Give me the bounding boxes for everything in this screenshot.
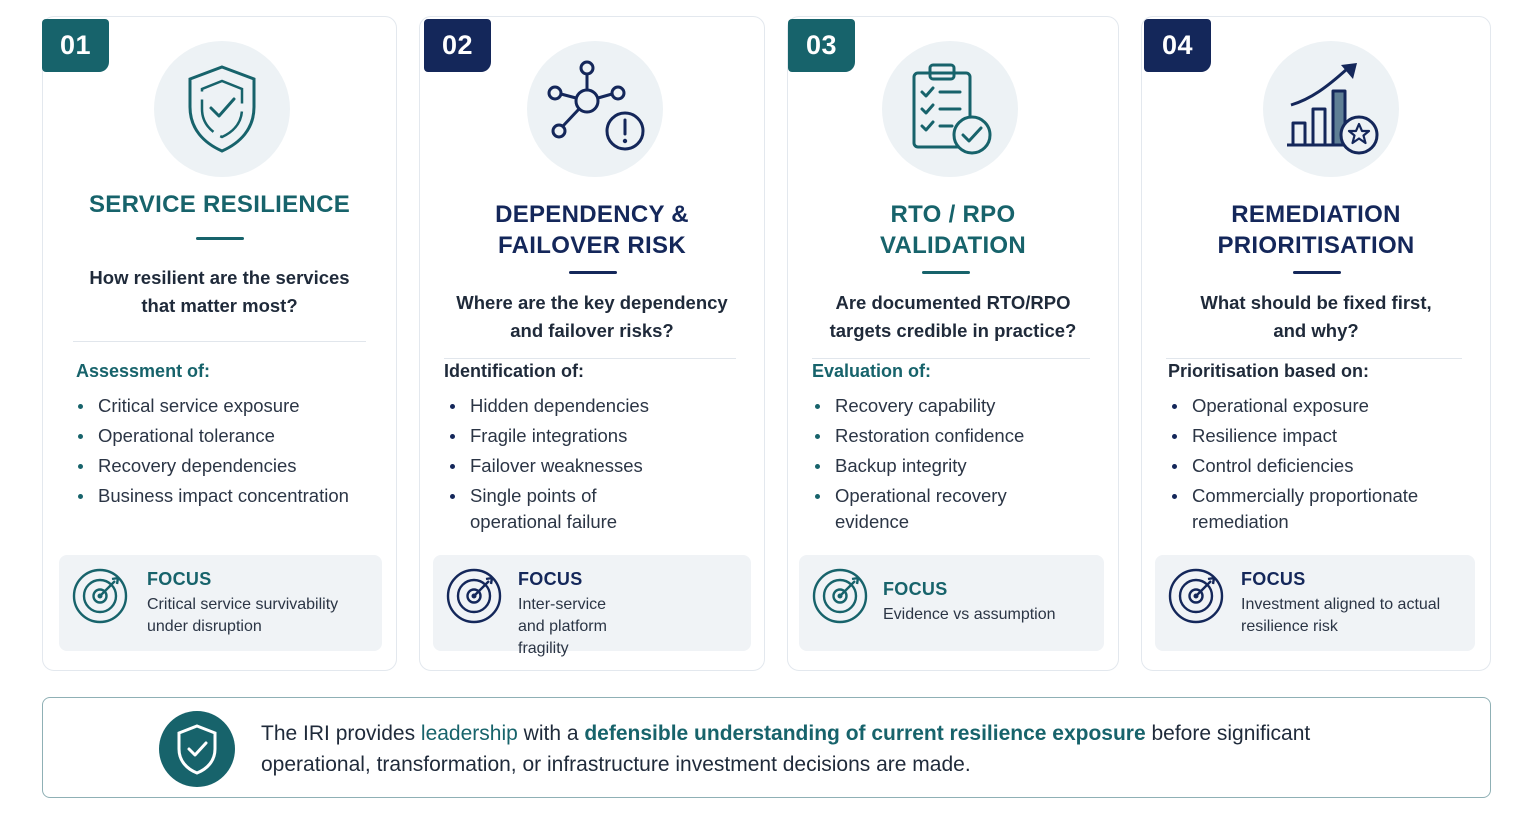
focus-panel: FOCUS Inter-service and platform fragili… xyxy=(433,555,751,657)
title-underline xyxy=(569,271,617,274)
item-list: Recovery capability Restoration confiden… xyxy=(813,393,1053,539)
card-remediation-prioritisation: REMEDIATION PRIORITISATION What should b… xyxy=(1141,16,1491,671)
list-item: Hidden dependencies xyxy=(448,393,688,419)
list-heading: Identification of: xyxy=(444,361,584,381)
dependency-network-alert-icon xyxy=(547,60,645,151)
title-underline xyxy=(922,271,970,274)
list-item: Operational exposure xyxy=(1170,393,1470,419)
clipboard-checklist-icon xyxy=(912,63,992,155)
list-heading: Assessment of: xyxy=(76,361,211,381)
focus-panel: FOCUS Investment aligned to actual resil… xyxy=(1155,555,1475,651)
list-item: Backup integrity xyxy=(813,453,1053,479)
list-item: Recovery dependencies xyxy=(76,453,386,479)
target-icon xyxy=(1167,567,1225,625)
growth-chart-star-icon xyxy=(1287,63,1379,155)
card-question: How resilient are the services that matt… xyxy=(89,267,350,316)
card-title: SERVICE RESILIENCE xyxy=(88,191,351,218)
card-number-badge: 03 xyxy=(788,19,855,72)
list-item: Resilience impact xyxy=(1170,423,1470,449)
list-item: Restoration confidence xyxy=(813,423,1053,449)
icon-circle xyxy=(882,41,1018,177)
list-item: Commercially proportionate remediation xyxy=(1170,483,1470,535)
target-icon xyxy=(445,567,503,625)
focus-label: FOCUS xyxy=(1241,569,1306,589)
shield-check-icon xyxy=(159,711,235,787)
focus-panel: FOCUS Critical service survivability und… xyxy=(59,555,382,651)
focus-label: FOCUS xyxy=(147,569,212,589)
target-icon xyxy=(71,567,129,625)
focus-text: Critical service survivability under dis… xyxy=(147,596,339,635)
list-heading: Evaluation of: xyxy=(812,361,932,381)
focus-text: Investment aligned to actual resilience … xyxy=(1241,596,1441,635)
list-item: Recovery capability xyxy=(813,393,1053,419)
summary-highlight: leadership xyxy=(420,722,518,745)
card-question: Where are the key dependency and failove… xyxy=(456,292,728,341)
focus-panel: FOCUS Evidence vs assumption xyxy=(799,555,1104,651)
item-list: Hidden dependencies Fragile integrations… xyxy=(448,393,688,539)
title-underline xyxy=(1293,271,1341,274)
summary-text-part: before significant operational, transfor… xyxy=(261,722,1311,776)
icon-circle xyxy=(527,41,663,177)
icon-circle xyxy=(154,41,290,177)
card-number-badge: 04 xyxy=(1144,19,1211,72)
card-title: REMEDIATION PRIORITISATION xyxy=(1217,201,1415,259)
focus-text: Evidence vs assumption xyxy=(883,606,1056,623)
summary-text-part: The IRI provides xyxy=(261,722,421,745)
summary-banner: The IRI provides leadership with a defen… xyxy=(42,697,1491,798)
card-service-resilience: SERVICE RESILIENCE How resilient are the… xyxy=(42,16,397,671)
focus-text: Inter-service and platform fragility xyxy=(518,596,607,657)
divider xyxy=(73,341,366,342)
card-rto-rpo-validation: RTO / RPO VALIDATION Are documented RTO/… xyxy=(787,16,1119,671)
list-item: Single points of operational failure xyxy=(448,483,688,535)
card-number-badge: 01 xyxy=(42,19,109,72)
list-item: Operational recovery evidence xyxy=(813,483,1053,535)
list-item: Operational tolerance xyxy=(76,423,386,449)
card-title: RTO / RPO VALIDATION xyxy=(879,201,1027,259)
card-question: Are documented RTO/RPO targets credible … xyxy=(829,292,1077,341)
shield-check-icon xyxy=(188,65,256,153)
card-title: DEPENDENCY & FAILOVER RISK xyxy=(495,201,689,259)
list-item: Fragile integrations xyxy=(448,423,688,449)
icon-circle xyxy=(1263,41,1399,177)
divider xyxy=(1166,358,1462,359)
list-item: Business impact concentration xyxy=(76,483,386,509)
card-number-badge: 02 xyxy=(424,19,491,72)
summary-text: The IRI provides leadership with a defen… xyxy=(261,718,1411,780)
focus-label: FOCUS xyxy=(518,569,583,589)
summary-text-part: with a xyxy=(517,722,585,745)
list-item: Critical service exposure xyxy=(76,393,386,419)
card-dependency-failover: DEPENDENCY & FAILOVER RISK Where are the… xyxy=(419,16,765,671)
item-list: Operational exposure Resilience impact C… xyxy=(1170,393,1470,539)
item-list: Critical service exposure Operational to… xyxy=(76,393,386,513)
list-item: Failover weaknesses xyxy=(448,453,688,479)
target-icon xyxy=(811,567,869,625)
card-question: What should be fixed first, and why? xyxy=(1200,292,1432,341)
focus-label: FOCUS xyxy=(883,579,948,599)
list-item: Control deficiencies xyxy=(1170,453,1470,479)
summary-emphasis: defensible understanding of current resi… xyxy=(584,722,1146,745)
divider xyxy=(444,358,736,359)
divider xyxy=(812,358,1090,359)
list-heading: Prioritisation based on: xyxy=(1168,361,1370,381)
title-underline xyxy=(196,237,244,240)
